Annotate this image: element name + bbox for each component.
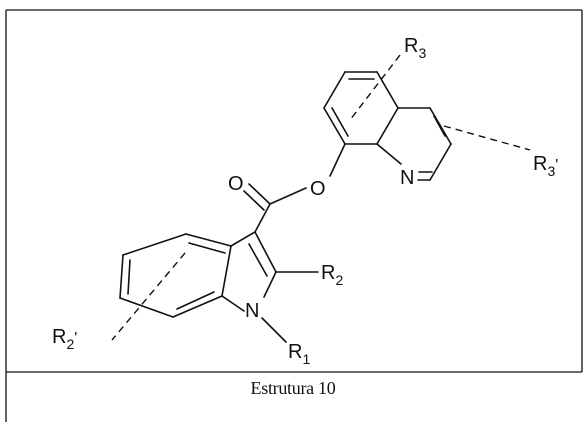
indole-nitrogen-label: N bbox=[245, 300, 259, 322]
ester-linkage bbox=[243, 143, 346, 233]
figure-caption: Estrutura 10 bbox=[250, 378, 336, 398]
r3-label: R3 bbox=[404, 35, 426, 61]
quinoline-nitrogen-label: N bbox=[400, 167, 414, 189]
carbonyl-oxygen-label: O bbox=[228, 173, 244, 195]
r1-label: R1 bbox=[288, 341, 310, 367]
ester-oxygen-label: O bbox=[310, 178, 326, 200]
variable-position-bonds bbox=[111, 54, 531, 341]
indole-ring bbox=[119, 231, 277, 318]
r3-prime-label: R3' bbox=[533, 153, 558, 179]
r2-prime-label: R2' bbox=[52, 326, 77, 352]
figure-border bbox=[5, 9, 583, 422]
substituent-bonds bbox=[261, 271, 319, 343]
r2-label: R2 bbox=[321, 262, 343, 288]
quinoline-ring bbox=[323, 71, 452, 181]
